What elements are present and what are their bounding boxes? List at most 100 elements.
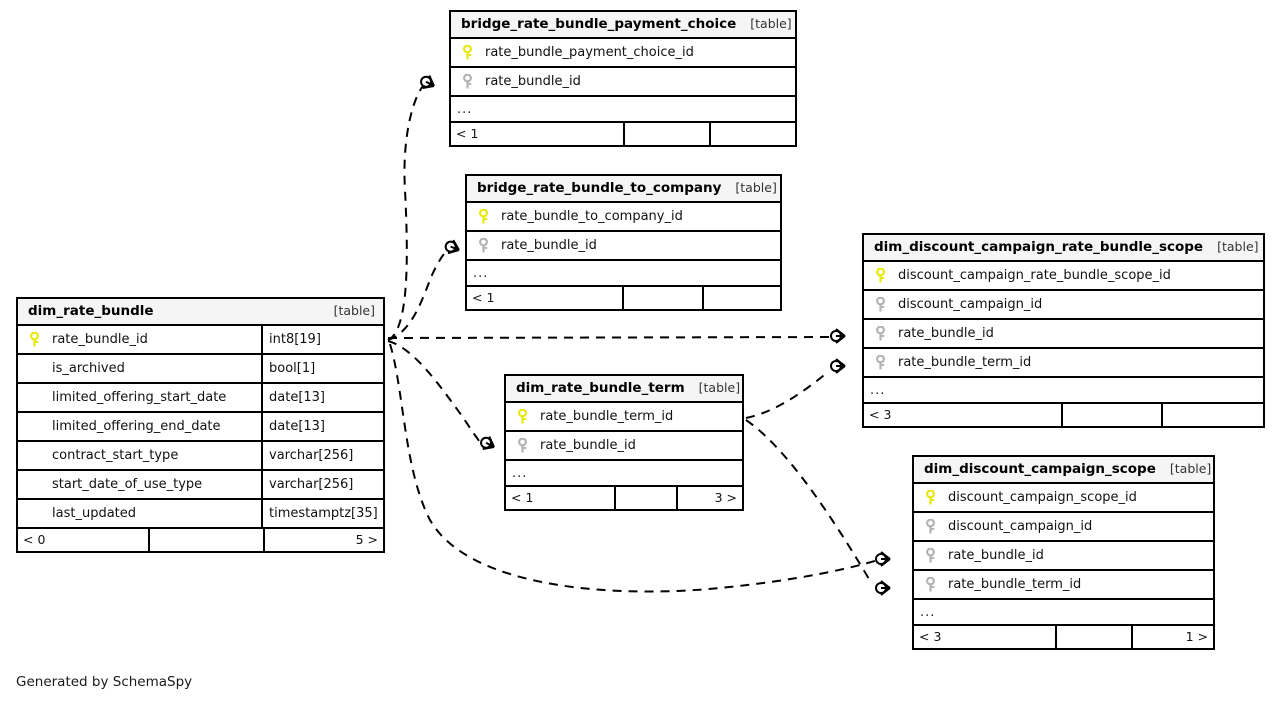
footer-middle bbox=[1061, 404, 1161, 426]
column-name: rate_bundle_id bbox=[540, 438, 636, 453]
column-name-cell: rate_bundle_term_id bbox=[914, 571, 1213, 598]
table-row[interactable]: rate_bundle_payment_choice_id bbox=[451, 39, 795, 68]
column-name-cell: limited_offering_start_date bbox=[18, 384, 261, 411]
table-row[interactable]: limited_offering_start_date date[13] bbox=[18, 384, 383, 413]
column-name: discount_campaign_id bbox=[948, 519, 1093, 534]
column-type: int8[19] bbox=[261, 326, 383, 353]
table-header: dim_discount_campaign_scope [table] bbox=[914, 457, 1213, 484]
table-row[interactable]: rate_bundle_id bbox=[506, 432, 742, 461]
column-name: rate_bundle_id bbox=[948, 548, 1044, 563]
column-name: rate_bundle_id bbox=[898, 326, 994, 341]
column-name-cell: discount_campaign_scope_id bbox=[914, 484, 1213, 511]
table-row[interactable]: rate_bundle_id bbox=[451, 68, 795, 97]
table-header: dim_discount_campaign_rate_bundle_scope … bbox=[864, 235, 1263, 262]
edge-rate-bundle-to-rate-bundle-term bbox=[387, 340, 484, 447]
foreign-key-icon bbox=[457, 74, 477, 89]
more-columns-indicator: ... bbox=[864, 378, 1263, 404]
edge-term-to-campaign-scope bbox=[745, 419, 873, 585]
column-name: limited_offering_end_date bbox=[52, 419, 221, 434]
table-row[interactable]: rate_bundle_id bbox=[467, 232, 780, 261]
footer-middle bbox=[148, 529, 263, 551]
table-title: dim_discount_campaign_rate_bundle_scope bbox=[874, 238, 1204, 255]
table-bridge-rate-bundle-payment-choice[interactable]: bridge_rate_bundle_payment_choice [table… bbox=[449, 10, 797, 147]
table-kind-label: [table] bbox=[735, 180, 777, 196]
footer-middle bbox=[622, 287, 702, 309]
column-name-cell: is_archived bbox=[18, 355, 261, 382]
column-name-cell: rate_bundle_id bbox=[506, 432, 742, 459]
foreign-key-icon bbox=[920, 577, 940, 592]
footer-incoming-count: < 1 bbox=[511, 489, 534, 505]
column-name: rate_bundle_term_id bbox=[898, 355, 1032, 370]
table-footer: < 3 1 > bbox=[914, 626, 1213, 648]
table-bridge-rate-bundle-to-company[interactable]: bridge_rate_bundle_to_company [table] ra… bbox=[465, 174, 782, 311]
column-type: date[13] bbox=[261, 413, 383, 440]
column-name: contract_start_type bbox=[52, 448, 179, 463]
table-row[interactable]: rate_bundle_term_id bbox=[864, 349, 1263, 378]
column-name-cell: rate_bundle_term_id bbox=[864, 349, 1263, 376]
table-dim-rate-bundle[interactable]: dim_rate_bundle [table] rate_bundle_id i… bbox=[16, 297, 385, 553]
table-footer: < 1 bbox=[467, 287, 780, 309]
table-footer: < 1 3 > bbox=[506, 487, 742, 509]
column-type: varchar[256] bbox=[261, 471, 383, 498]
footer-outgoing-count bbox=[709, 123, 795, 145]
table-header: bridge_rate_bundle_payment_choice [table… bbox=[451, 12, 795, 39]
primary-key-icon bbox=[920, 490, 940, 505]
table-row[interactable]: rate_bundle_id bbox=[914, 542, 1213, 571]
table-header: dim_rate_bundle [table] bbox=[18, 299, 383, 326]
table-header: bridge_rate_bundle_to_company [table] bbox=[467, 176, 780, 203]
table-title: dim_rate_bundle bbox=[28, 302, 154, 319]
primary-key-icon bbox=[457, 45, 477, 60]
table-footer: < 0 5 > bbox=[18, 529, 383, 551]
foreign-key-icon bbox=[870, 297, 890, 312]
table-row[interactable]: rate_bundle_to_company_id bbox=[467, 203, 780, 232]
table-row[interactable]: is_archived bool[1] bbox=[18, 355, 383, 384]
table-row[interactable]: start_date_of_use_type varchar[256] bbox=[18, 471, 383, 500]
foreign-key-icon bbox=[870, 355, 890, 370]
column-type: varchar[256] bbox=[261, 442, 383, 469]
foreign-key-icon bbox=[473, 238, 493, 253]
foreign-key-icon bbox=[512, 438, 532, 453]
column-name-cell: discount_campaign_id bbox=[914, 513, 1213, 540]
table-row[interactable]: last_updated timestamptz[35] bbox=[18, 500, 383, 529]
column-name-cell: discount_campaign_id bbox=[864, 291, 1263, 318]
table-row[interactable]: rate_bundle_id int8[19] bbox=[18, 326, 383, 355]
table-row[interactable]: discount_campaign_id bbox=[914, 513, 1213, 542]
table-row[interactable]: discount_campaign_id bbox=[864, 291, 1263, 320]
column-name-cell: discount_campaign_rate_bundle_scope_id bbox=[864, 262, 1263, 289]
table-dim-discount-campaign-scope[interactable]: dim_discount_campaign_scope [table] disc… bbox=[912, 455, 1215, 650]
generated-by-credit: Generated by SchemaSpy bbox=[16, 674, 193, 690]
table-row[interactable]: limited_offering_end_date date[13] bbox=[18, 413, 383, 442]
table-kind-label: [table] bbox=[1217, 239, 1259, 255]
table-dim-discount-campaign-rate-bundle-scope[interactable]: dim_discount_campaign_rate_bundle_scope … bbox=[862, 233, 1265, 428]
footer-incoming-count: < 0 bbox=[23, 531, 46, 547]
column-name-cell: rate_bundle_id bbox=[864, 320, 1263, 347]
table-row[interactable]: rate_bundle_term_id bbox=[506, 403, 742, 432]
edge-term-to-campaign-rate-bundle-scope bbox=[745, 371, 829, 419]
table-row[interactable]: rate_bundle_term_id bbox=[914, 571, 1213, 600]
column-name: rate_bundle_term_id bbox=[948, 577, 1082, 592]
footer-outgoing-count bbox=[1161, 404, 1263, 426]
column-name-cell: rate_bundle_id bbox=[467, 232, 780, 259]
column-name: rate_bundle_id bbox=[52, 332, 148, 347]
table-row[interactable]: discount_campaign_rate_bundle_scope_id bbox=[864, 262, 1263, 291]
more-columns-indicator: ... bbox=[506, 461, 742, 487]
table-title: bridge_rate_bundle_payment_choice bbox=[461, 15, 737, 32]
table-kind-label: [table] bbox=[1169, 461, 1212, 477]
table-kind-label: [table] bbox=[333, 303, 375, 319]
footer-incoming-count: < 1 bbox=[456, 125, 479, 141]
column-name: start_date_of_use_type bbox=[52, 477, 203, 492]
column-name-cell: last_updated bbox=[18, 500, 261, 527]
column-name-cell: limited_offering_end_date bbox=[18, 413, 261, 440]
table-row[interactable]: rate_bundle_id bbox=[864, 320, 1263, 349]
footer-outgoing-count: 1 > bbox=[1131, 626, 1213, 648]
table-row[interactable]: discount_campaign_scope_id bbox=[914, 484, 1213, 513]
table-footer: < 3 bbox=[864, 404, 1263, 426]
table-dim-rate-bundle-term[interactable]: dim_rate_bundle_term [table] rate_bundle… bbox=[504, 374, 744, 511]
column-name: rate_bundle_payment_choice_id bbox=[485, 45, 694, 60]
table-row[interactable]: contract_start_type varchar[256] bbox=[18, 442, 383, 471]
footer-outgoing-count: 3 > bbox=[676, 487, 742, 509]
more-columns-indicator: ... bbox=[914, 600, 1213, 626]
primary-key-icon bbox=[512, 409, 532, 424]
table-kind-label: [table] bbox=[750, 16, 792, 32]
footer-incoming-count: < 3 bbox=[869, 406, 892, 422]
